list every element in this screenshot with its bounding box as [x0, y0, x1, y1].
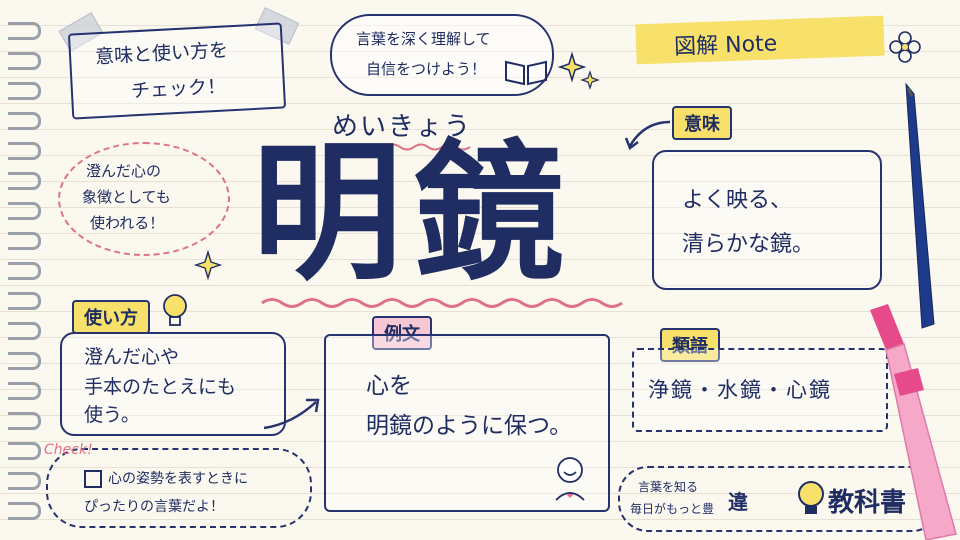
flower-icon	[889, 31, 921, 63]
bubble-line-1: 言葉を深く理解して	[356, 30, 491, 48]
example-line-1: 心を	[366, 373, 412, 399]
synonym-text: 浄鏡・水鏡・心鏡	[648, 378, 832, 402]
check-meaning-box: 意味と使い方を チェック！	[67, 22, 287, 120]
ring	[8, 82, 41, 100]
title-underline	[261, 298, 623, 308]
cloud-line-2: 象徴としても	[82, 188, 171, 206]
meaning-box: よく映る、 清らかな鏡。	[652, 150, 882, 290]
check-cloud: Check! 心の姿勢を表すときに ぴったりの言葉だよ！	[44, 442, 312, 528]
ring	[8, 292, 41, 310]
ring	[8, 172, 41, 190]
example-line-2: 明鏡のように保つ。	[366, 406, 572, 440]
book-icon	[505, 60, 547, 86]
smiley-icon	[555, 457, 585, 501]
ring	[8, 472, 41, 490]
meaning-line-2: 清らかな鏡。	[682, 232, 815, 257]
usage-line-2: 手本のたとえにも	[84, 376, 237, 398]
highlighter-icon	[870, 304, 957, 540]
main-title: 明鏡	[252, 125, 577, 301]
example-rest: のように保つ。	[412, 413, 573, 439]
ring	[8, 322, 41, 340]
bubble-line-2: 自信をつけよう！	[366, 60, 487, 78]
ring	[8, 112, 41, 130]
cloud-note: 澄んだ心の 象徴としても 使われる！	[58, 142, 230, 256]
ring	[8, 352, 41, 370]
lightbulb-icon	[798, 481, 824, 514]
cloud-line-3: 使われる！	[90, 214, 165, 232]
brand-box: 言葉を知る 毎日がもっと豊 違 教科書	[618, 466, 942, 532]
ring	[8, 232, 41, 250]
ring	[8, 442, 41, 460]
checkbox-icon	[84, 470, 102, 488]
lightbulb-icon	[163, 294, 187, 326]
pen-icon	[905, 82, 935, 329]
note-tag-text: 図解 Note	[673, 31, 778, 60]
speech-bubble: 言葉を深く理解して 自信をつけよう！	[330, 14, 554, 96]
check-bottom-line-2: ぴったりの言葉だよ！	[84, 499, 224, 515]
ring	[8, 262, 41, 280]
brand-tagline-2: 毎日がもっと豊	[630, 502, 715, 516]
check-word: Check!	[44, 442, 93, 458]
ring	[8, 412, 41, 430]
ring	[8, 502, 41, 520]
example-box: 心を 明鏡のように保つ。	[324, 334, 610, 512]
ring	[8, 202, 41, 220]
ring	[8, 382, 41, 400]
brand-tagline-1: 言葉を知る	[638, 480, 699, 494]
brand-logo-prefix: 違	[728, 490, 748, 514]
arrow-icon	[263, 398, 320, 430]
meaning-line-1: よく映る、	[682, 188, 793, 213]
arrow-icon	[624, 120, 671, 150]
brand-logo-text: 教科書	[828, 488, 907, 518]
check-line-1: 意味と使い方を	[94, 39, 229, 69]
note-tag: 図解 Note	[635, 15, 885, 65]
ring	[8, 22, 41, 40]
check-bottom-line-1: 心の姿勢を表すときに	[108, 471, 248, 487]
sparkle-icon	[193, 249, 223, 281]
reading: めいきょう	[332, 112, 473, 142]
usage-label: 使い方	[72, 300, 150, 334]
usage-box: 澄んだ心や 手本のたとえにも 使う。	[60, 332, 286, 436]
usage-line-1: 澄んだ心や	[84, 346, 180, 368]
example-keyword: 明鏡	[366, 413, 412, 439]
spiral-binding	[0, 0, 41, 540]
sparkle-icon	[557, 51, 600, 90]
ring	[8, 52, 41, 70]
cloud-line-1: 澄んだ心の	[86, 162, 162, 180]
reading-underline	[329, 143, 471, 151]
meaning-label: 意味	[672, 106, 732, 140]
ring	[8, 142, 41, 160]
usage-line-3: 使う。	[84, 404, 140, 426]
synonym-label: 類語	[660, 328, 720, 362]
synonym-box: 浄鏡・水鏡・心鏡	[632, 348, 888, 432]
check-line-2: チェック！	[130, 75, 227, 103]
